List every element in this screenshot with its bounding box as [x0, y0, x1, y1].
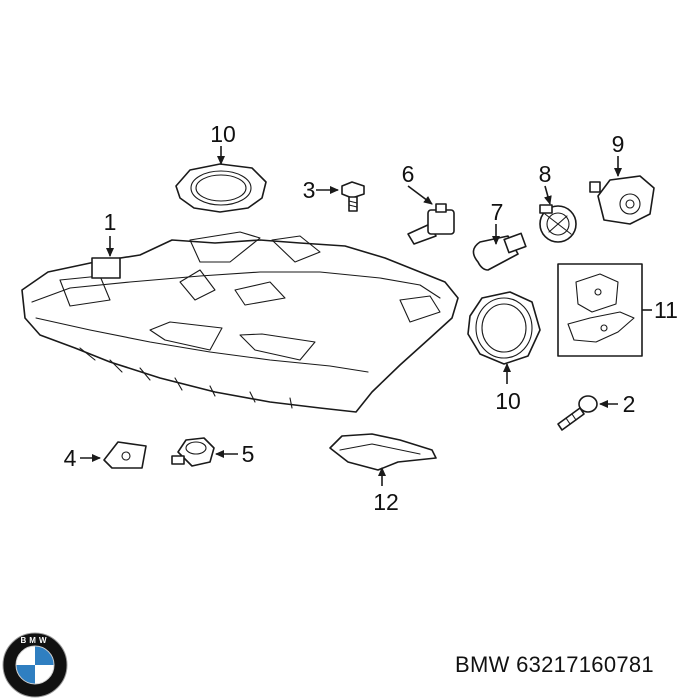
leader-lines [80, 146, 652, 486]
callout-6: 6 [402, 161, 415, 187]
socket-8 [539, 204, 577, 243]
seal-ring-lower [467, 291, 541, 365]
callout-9: 9 [612, 131, 625, 157]
bulb-6 [407, 203, 455, 245]
callout-3: 3 [303, 177, 316, 203]
callout-12: 12 [373, 489, 399, 515]
callout-5: 5 [242, 441, 255, 467]
callout-4: 4 [64, 445, 77, 471]
svg-text:BMW: BMW [21, 636, 50, 645]
bulb-7 [472, 232, 527, 271]
gasket-12 [329, 433, 437, 471]
callout-2: 2 [623, 391, 636, 417]
bmw-logo-icon: BMW [2, 632, 68, 698]
bolt-3 [341, 181, 365, 212]
callout-11: 11 [654, 297, 678, 323]
callout-10-bottom: 10 [495, 388, 521, 414]
seal-ring-upper [175, 163, 267, 213]
screw-2 [557, 395, 598, 431]
callout-1: 1 [104, 209, 117, 235]
callout-7: 7 [491, 199, 504, 225]
headlight-housing [21, 231, 459, 413]
callout-10-top: 10 [210, 121, 236, 147]
clip-4 [103, 441, 147, 469]
motor-9 [589, 175, 655, 225]
adjuster-5 [171, 437, 215, 467]
bracket-set-11 [557, 263, 643, 357]
part-number-label: BMW 63217160781 [455, 652, 654, 677]
callout-8: 8 [539, 161, 552, 187]
